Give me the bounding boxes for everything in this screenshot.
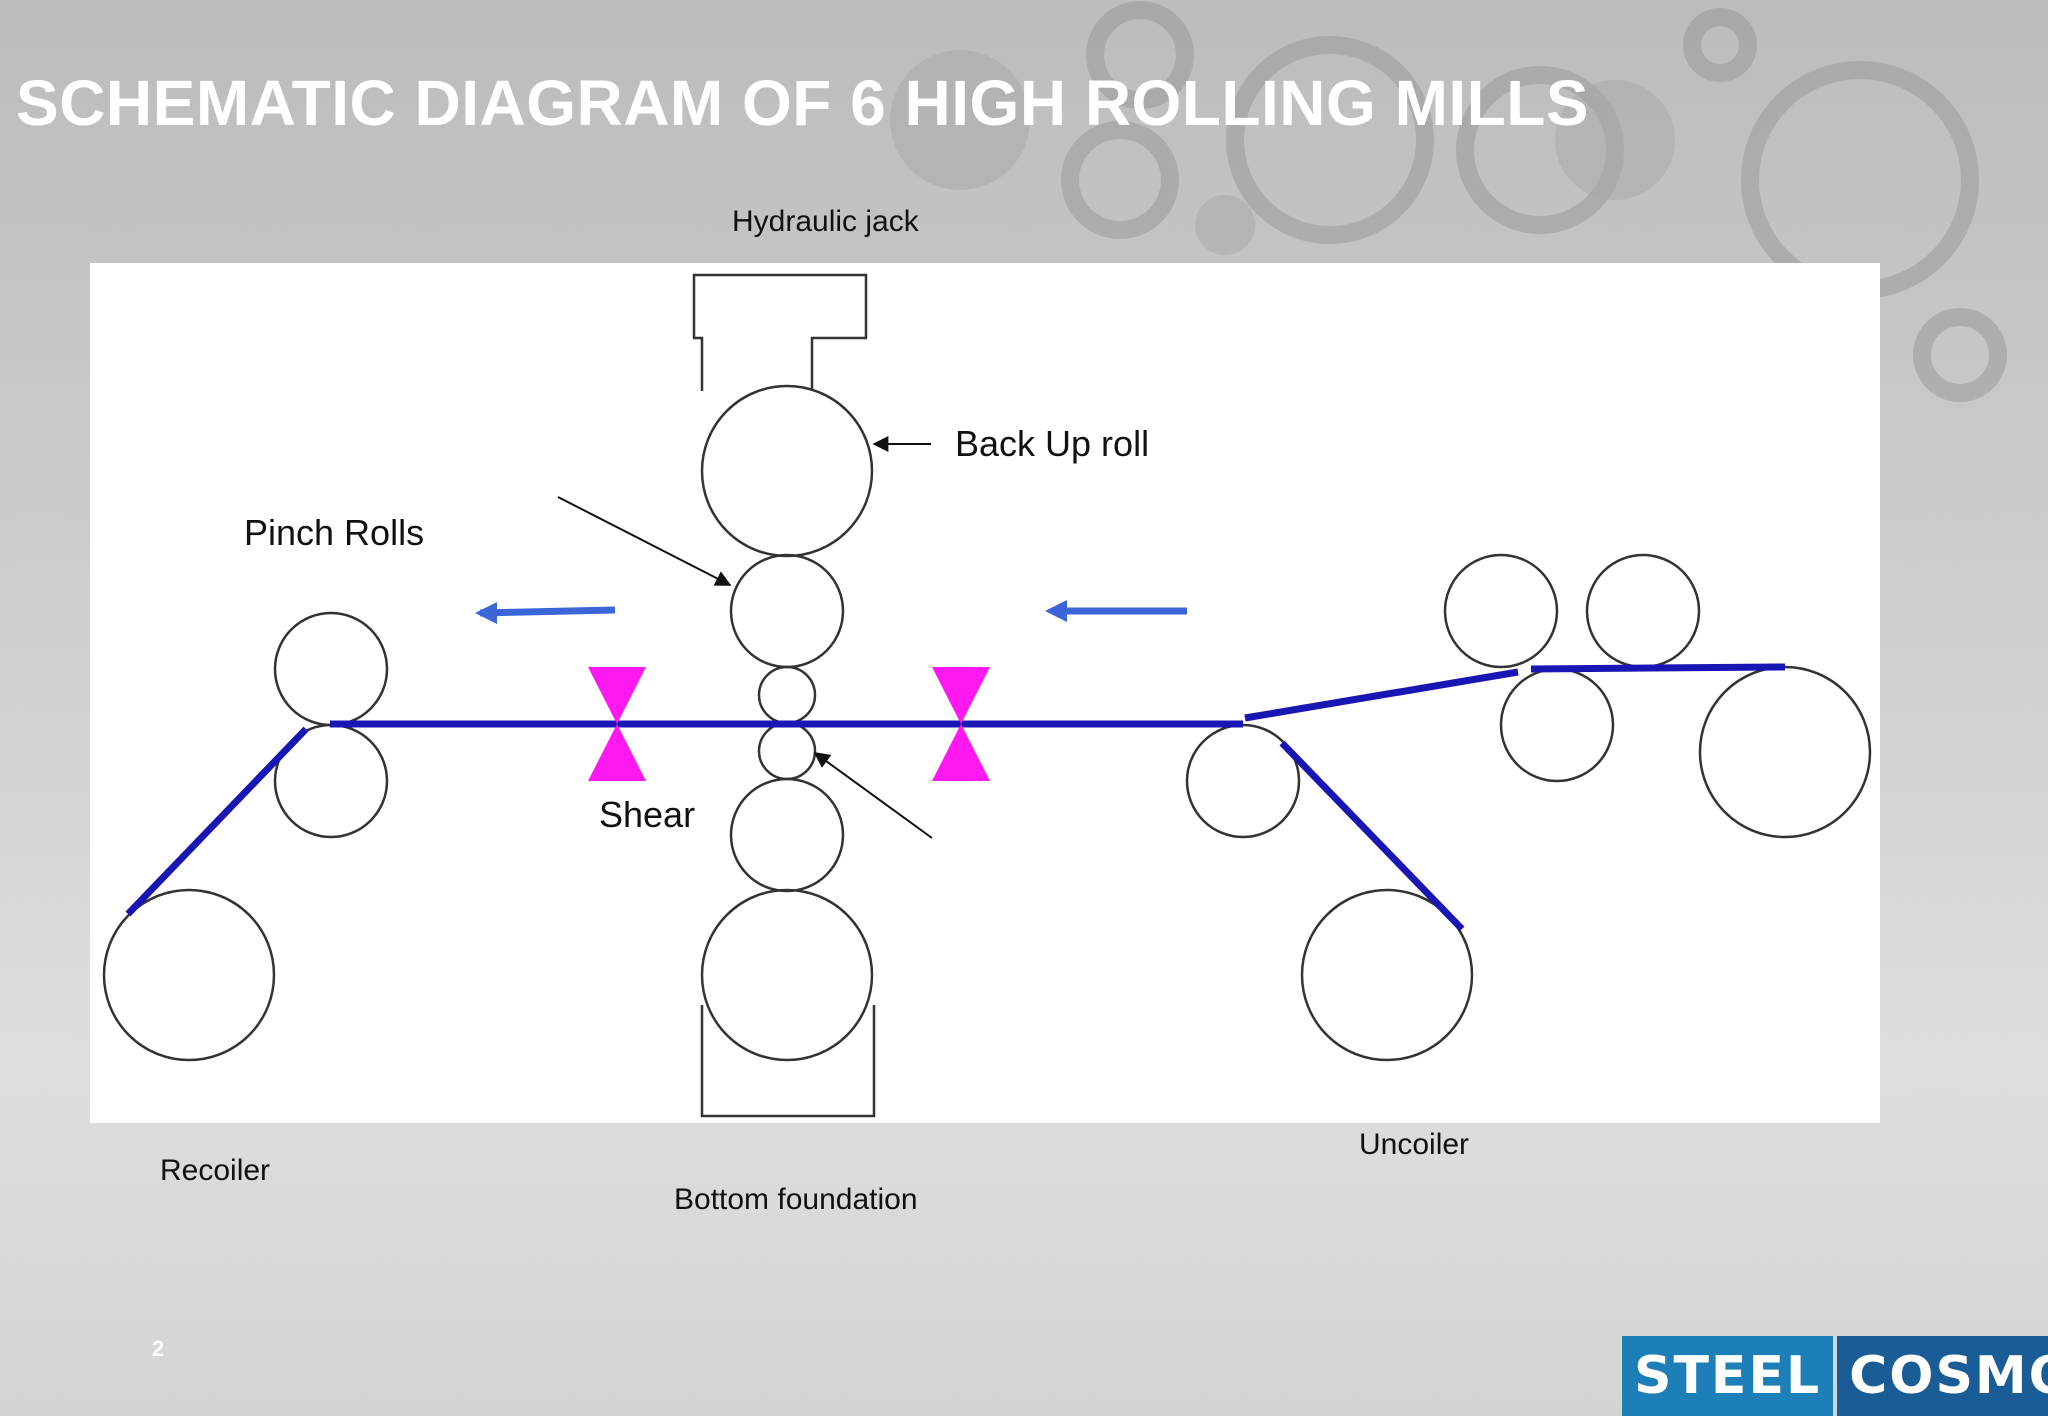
uncoiler-label: Uncoiler xyxy=(1359,1128,1470,1161)
bottom-foundation-label: Bottom foundation xyxy=(674,1183,918,1216)
shear-right xyxy=(932,667,990,781)
logo-cosmos-text: COSMOS xyxy=(1837,1336,2048,1416)
bottom-back-up-roll xyxy=(700,888,874,1062)
entry-pinch-roll-top-1 xyxy=(1443,553,1559,669)
bottom-intermediate-roll xyxy=(729,777,845,893)
hydraulic-jack-label: Hydraulic jack xyxy=(732,205,919,238)
top-work-roll xyxy=(757,665,817,725)
deflector-roll xyxy=(1185,723,1301,839)
shear-label: Shear xyxy=(599,794,695,835)
top-back-up-roll xyxy=(700,384,874,558)
entry-pinch-roll-top-2 xyxy=(1585,553,1701,669)
diagram-panel: Back Up roll Pinch Rolls Shear xyxy=(90,263,1880,1123)
gear-icon xyxy=(1086,1,1194,109)
top-intermediate-roll xyxy=(729,553,845,669)
strip-path xyxy=(125,663,1786,932)
bottom-work-roll xyxy=(757,721,817,781)
gear-icon xyxy=(1061,121,1179,239)
gear-icon xyxy=(1683,8,1757,82)
gear-icon xyxy=(1913,308,2007,402)
uncoiler-roll xyxy=(1300,888,1474,1062)
pinch-rolls-label: Pinch Rolls xyxy=(244,512,424,553)
gear-icon xyxy=(1226,36,1434,244)
recoiler-roll xyxy=(102,888,276,1062)
shear-left xyxy=(588,667,646,781)
gear-icon xyxy=(1741,61,1979,299)
steelcosmos-logo: STEEL COSMOS xyxy=(1622,1336,2048,1416)
bottom-foundation xyxy=(700,1005,876,1118)
work-roll-pointer-top xyxy=(557,496,732,586)
direction-arrows xyxy=(475,600,1187,624)
strip-to-uncoiler xyxy=(1279,740,1465,932)
work-roll-pointer-bottom xyxy=(813,752,933,839)
strip-to-recoiler xyxy=(125,726,309,917)
page-number: 2 xyxy=(152,1336,165,1361)
logo-steel-text: STEEL xyxy=(1622,1336,1834,1416)
rolling-mill-diagram: Back Up roll Pinch Rolls Shear xyxy=(102,273,1872,1118)
pinch-roll-top xyxy=(273,611,389,727)
strip-entry-incline xyxy=(1244,668,1519,722)
entry-pinch-roll-bottom xyxy=(1499,667,1615,783)
entry-coil xyxy=(1698,665,1872,839)
hydraulic-jack-outline xyxy=(692,273,868,391)
recoiler-label: Recoiler xyxy=(160,1154,271,1187)
direction-arrow-left xyxy=(479,606,616,617)
page-title: SCHEMATIC DIAGRAM OF 6 HIGH ROLLING MILL… xyxy=(16,67,1590,139)
back-up-roll-label: Back Up roll xyxy=(955,423,1149,464)
strip-entry-top xyxy=(1530,663,1786,673)
